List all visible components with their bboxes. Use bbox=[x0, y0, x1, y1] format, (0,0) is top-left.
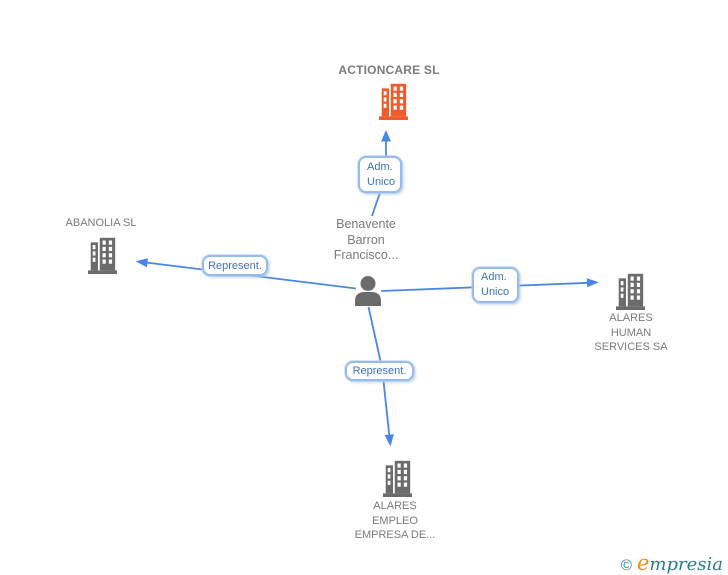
edge-label-adm-unico-right[interactable]: Adm. Unico bbox=[472, 267, 519, 303]
empresia-logo[interactable]: © empresia bbox=[621, 551, 723, 575]
building-icon-alares-empleo[interactable] bbox=[383, 459, 412, 497]
node-label-alares-human[interactable]: ALARES HUMAN SERVICES SA bbox=[594, 312, 668, 353]
building-icon-abanolia[interactable] bbox=[88, 236, 117, 274]
edge-label-adm-unico-top[interactable]: Adm. Unico bbox=[358, 156, 402, 193]
node-label-alares-empleo[interactable]: ALARES EMPLEO EMPRESA DE... bbox=[354, 500, 436, 541]
copyright-icon: © bbox=[620, 557, 632, 574]
brand-wordmark: empresia bbox=[636, 551, 723, 575]
edge-bottom bbox=[367, 306, 394, 447]
node-label-person[interactable]: Benavente Barron Francisco... bbox=[333, 217, 399, 262]
building-icon-actioncare[interactable] bbox=[379, 82, 408, 120]
edge-top bbox=[371, 130, 391, 217]
building-icon-alares-human[interactable] bbox=[616, 272, 645, 310]
person-icon[interactable] bbox=[352, 276, 384, 306]
node-label-abanolia[interactable]: ABANOLIA SL bbox=[65, 217, 137, 229]
edge-label-represent-bottom[interactable]: Represent. bbox=[345, 361, 414, 381]
edge-label-represent-left[interactable]: Represent. bbox=[202, 255, 268, 276]
node-label-actioncare[interactable]: ACTIONCARE SL bbox=[338, 63, 440, 77]
